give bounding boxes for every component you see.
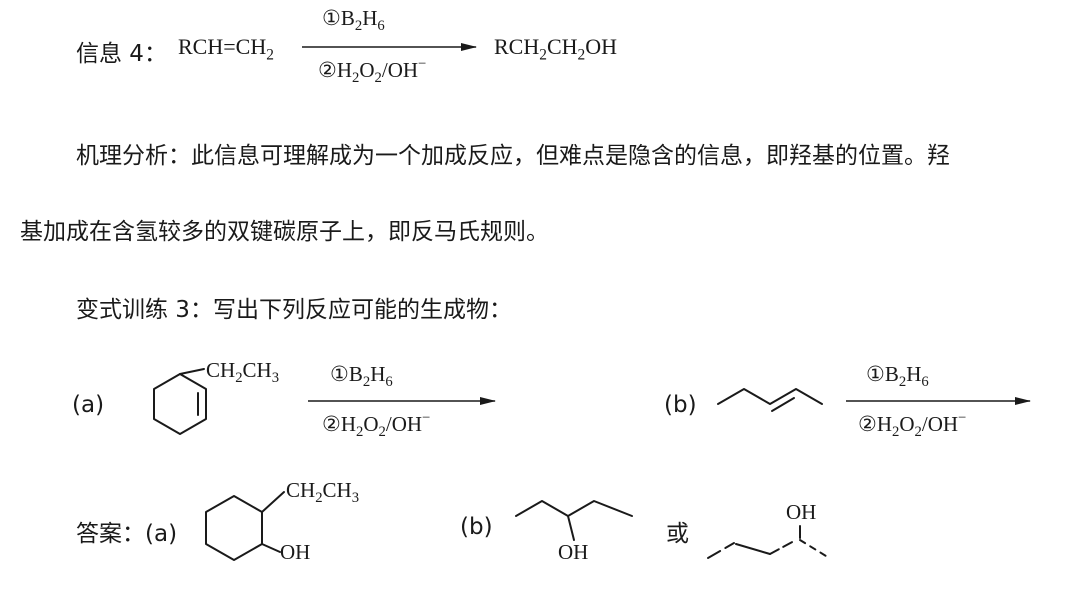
exercise-a-substituent: CH2CH3 — [206, 358, 280, 387]
answer-a-cyclohexanol-ring — [205, 491, 285, 561]
answer-label: 答案：(a) — [76, 521, 178, 547]
exercise-a-label: (a) — [72, 392, 105, 418]
answer-a-oh: OH — [280, 540, 311, 564]
mechanism-line-1: 机理分析：此信息可理解成为一个加成反应，但难点是隐含的信息，即羟基的位置。羟 — [76, 143, 950, 169]
exercise-b-label: (b) — [664, 392, 697, 418]
info-reagent-2: ②H2O2/OH− — [318, 56, 427, 87]
answer-b-alcohol-chain-2 — [707, 525, 827, 559]
exercise-b-reagent-2: ②H2O2/OH− — [858, 410, 967, 441]
exercise-a-reagent-2: ②H2O2/OH− — [322, 410, 431, 441]
mechanism-line-2: 基加成在含氢较多的双键碳原子上，即反马氏规则。 — [20, 219, 549, 245]
answer-b2-oh: OH — [786, 500, 817, 524]
info-reagent-1: ①B2H6 — [322, 6, 385, 35]
answer-or: 或 — [666, 521, 689, 547]
answer-a-substituent: CH2CH3 — [286, 478, 360, 507]
info-product: RCH2CH2OH — [494, 34, 617, 64]
exercise-a-reagent-1: ①B2H6 — [330, 362, 393, 391]
info-label: 信息 4： — [76, 41, 167, 67]
info-reactant: RCH=CH2 — [178, 34, 274, 64]
exercise-b-pentene-chain — [717, 388, 823, 412]
answer-b-label: (b) — [460, 514, 493, 540]
exercise-title: 变式训练 3：写出下列反应可能的生成物： — [76, 297, 512, 323]
answer-b-alcohol-chain-1 — [515, 500, 633, 541]
answer-b-oh: OH — [558, 540, 589, 564]
exercise-a-cyclohexene-ring — [153, 368, 207, 435]
exercise-b-reagent-1: ①B2H6 — [866, 362, 929, 391]
